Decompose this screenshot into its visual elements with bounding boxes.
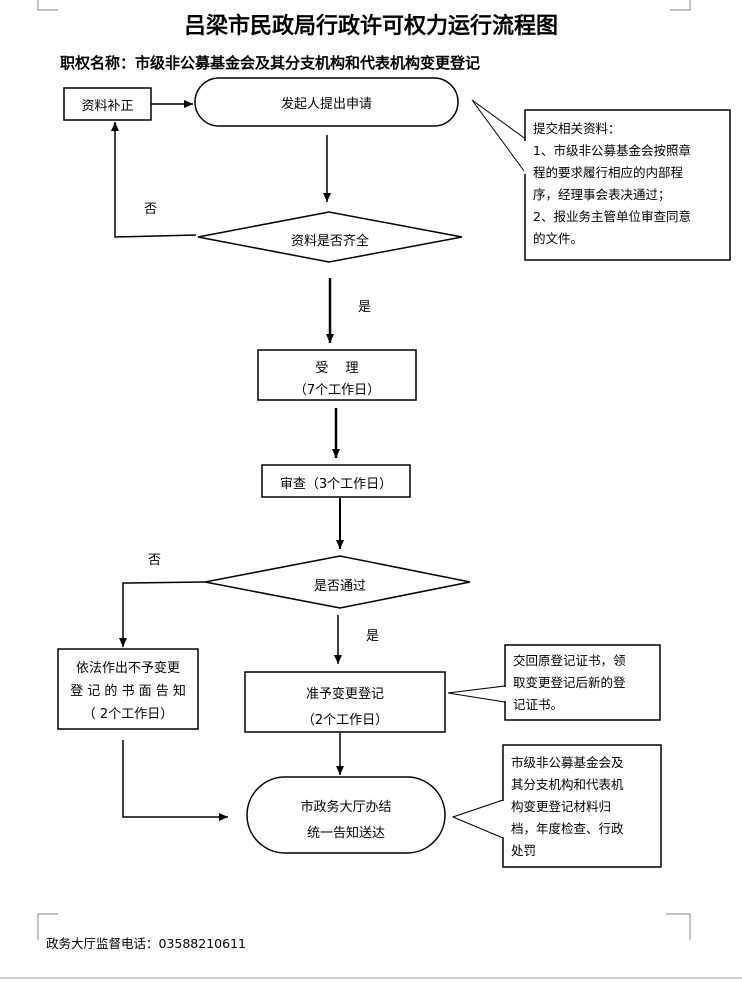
materials-note-line: 提交相关资料： bbox=[533, 121, 621, 136]
accept-duration: （7个工作日） bbox=[293, 383, 381, 398]
complete-check-decision bbox=[197, 211, 463, 263]
arrow-check-no-to-supplement bbox=[111, 122, 197, 238]
apply-terminal bbox=[194, 77, 459, 127]
accept-label: 受 理 bbox=[315, 361, 359, 376]
archive-note-line: 市级非公募基金会及 bbox=[511, 755, 624, 770]
archive-note-line: 处罚 bbox=[511, 843, 537, 858]
archive-note-line: 构变更登记材料归 bbox=[511, 799, 612, 814]
finish-terminal bbox=[246, 776, 446, 854]
accept-box bbox=[257, 349, 417, 401]
supplement-label: 资料补正 bbox=[81, 99, 134, 114]
page-title: 吕梁市民政局行政许可权力运行流程图 bbox=[183, 13, 558, 39]
certificate-note-text: 交回原登记证书，领 取变更登记后新的登 记证书。 bbox=[513, 650, 658, 716]
certificate-note-line: 取变更登记后新的登 bbox=[513, 675, 626, 690]
materials-note-line: 的文件。 bbox=[533, 231, 584, 246]
materials-note-line: 序，经理事会表决通过； bbox=[533, 187, 671, 202]
edge-label-yes-complete: 是 bbox=[358, 300, 372, 315]
materials-note-pointer bbox=[471, 99, 528, 177]
archive-note-text: 市级非公募基金会及 其分支机构和代表机 构变更登记材料归 档，年度检查、行政 处… bbox=[511, 752, 659, 862]
edge-label-no-incomplete: 否 bbox=[144, 202, 158, 217]
pass-check-decision bbox=[204, 555, 471, 609]
edge-label-yes-passed: 是 bbox=[366, 629, 380, 644]
page-corner-marks bbox=[37, 0, 691, 940]
apply-label: 发起人提出申请 bbox=[280, 97, 372, 112]
finish-label-line1: 市政务大厅办结 bbox=[300, 800, 392, 815]
reject-box bbox=[57, 648, 199, 730]
supplement-box bbox=[63, 87, 152, 121]
supervision-hotline: 政务大厅监督电话：03588210611 bbox=[46, 936, 246, 951]
reject-label-line1: 依法作出不予变更 bbox=[75, 661, 180, 676]
archive-note-pointer bbox=[451, 799, 504, 839]
edge-label-no-rejected: 否 bbox=[148, 553, 162, 568]
certificate-note-line: 记证书。 bbox=[513, 697, 564, 712]
complete-check-label: 资料是否齐全 bbox=[290, 234, 369, 249]
certificate-note-box bbox=[504, 644, 661, 721]
approve-box bbox=[244, 671, 446, 733]
pass-check-label: 是否通过 bbox=[313, 579, 366, 594]
certificate-note-line: 交回原登记证书，领 bbox=[513, 653, 626, 668]
materials-note-line: 程的要求履行相应的内部程 bbox=[533, 165, 684, 180]
review-box bbox=[261, 464, 411, 498]
materials-note-line: 1、市级非公募基金会按照章 bbox=[533, 143, 691, 158]
materials-note-box bbox=[524, 109, 731, 261]
reject-duration: （ 2个工作日） bbox=[82, 707, 174, 722]
approve-duration: （2个工作日） bbox=[301, 713, 389, 728]
materials-note-line: 2、报业务主管单位审查同意 bbox=[533, 209, 691, 224]
materials-note-text: 提交相关资料： 1、市级非公募基金会按照章 程的要求履行相应的内部程 序，经理事… bbox=[533, 118, 728, 250]
archive-note-line: 档，年度检查、行政 bbox=[511, 821, 624, 836]
archive-note-line: 其分支机构和代表机 bbox=[511, 777, 624, 792]
authority-name: 职权名称：市级非公募基金会及其分支机构和代表机构变更登记 bbox=[60, 54, 481, 72]
arrow-reject-to-finish bbox=[122, 740, 228, 821]
review-label: 审查（3个工作日） bbox=[279, 477, 393, 492]
archive-note-box bbox=[502, 744, 662, 868]
arrow-pass-no-to-reject bbox=[119, 581, 206, 647]
approve-label: 准予变更登记 bbox=[305, 687, 384, 702]
reject-label-line2: 登 记 的 书 面 告 知 bbox=[70, 684, 186, 699]
finish-label-line2: 统一告知送达 bbox=[306, 826, 385, 841]
certificate-note-pointer bbox=[447, 685, 506, 703]
